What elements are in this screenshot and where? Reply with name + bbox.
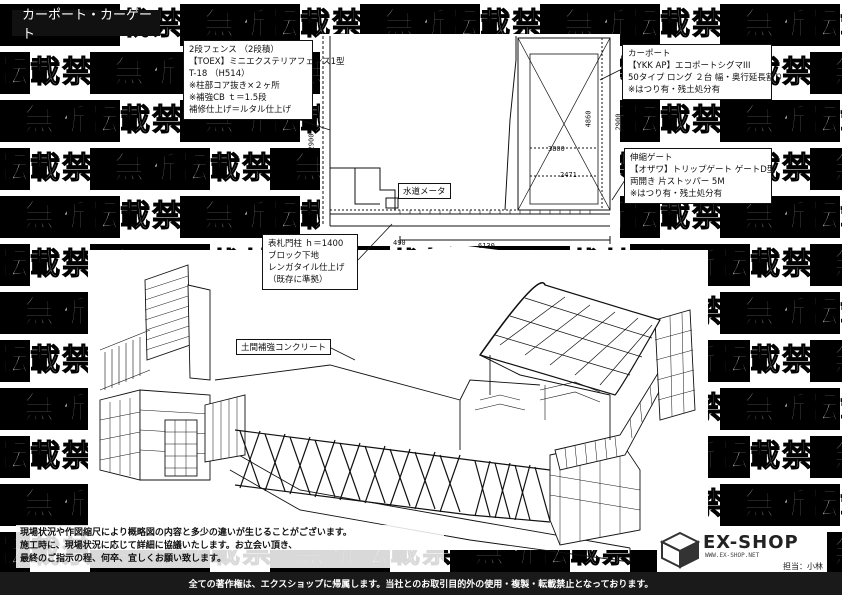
watermark-block <box>810 340 842 382</box>
watermark-text: 無断転載禁止 <box>744 199 842 235</box>
watermark-text: 無断転載禁止 <box>744 295 842 331</box>
carport-roof <box>479 282 661 440</box>
note-carport-line: カーポート <box>628 49 671 59</box>
perspective-view <box>99 264 696 563</box>
watermark-text: 無断転載禁止 <box>834 340 842 382</box>
note-fence-line: ※補強CB ｔ＝1.5段 <box>189 93 267 103</box>
note-fence-line: ※柱部コア抜き×２ヶ所 <box>189 81 280 91</box>
watermark-block <box>0 100 120 142</box>
note-gatepost-line: 表札門柱 ｈ＝1400 <box>268 239 344 249</box>
watermark-text: 無断転載禁止 <box>744 391 842 427</box>
watermark-text: 無断転載禁止 <box>834 532 842 574</box>
watermark-block <box>810 244 842 286</box>
watermark-block <box>0 148 30 190</box>
dim-height-1: 4860 <box>584 110 593 128</box>
watermark-text: 無断転載禁止 <box>834 148 842 190</box>
watermark-text: 無断転載禁止 <box>834 436 842 478</box>
note-gatepost-line: ブロック下地 <box>268 251 320 261</box>
leader-lines <box>299 69 626 361</box>
watermark-text: 無断転載禁止 <box>834 52 842 94</box>
watermark-block <box>180 4 300 46</box>
watermark-block <box>0 244 30 286</box>
watermark-block <box>0 196 120 238</box>
note-gate-line: 伸縮ゲート <box>630 153 673 163</box>
label-concrete: 土間補強コンクリート <box>236 339 332 355</box>
watermark-block <box>810 148 842 190</box>
note-fence-line: 2段フェンス （2段積） <box>189 45 279 55</box>
watermark-block <box>0 52 30 94</box>
logo-url: WWW.EX-SHOP.NET <box>705 552 760 559</box>
cube-logo-icon <box>659 531 701 569</box>
dim-depth: 3800 <box>548 145 565 153</box>
dim-height-3: 2900 <box>307 133 316 151</box>
label-water-meter: 水道メータ <box>398 183 451 199</box>
site-drawing <box>99 36 696 563</box>
watermark-text: 無断転載禁止 <box>834 244 842 286</box>
note-carport: カーポート 【YKK AP】エコポートシグマIII 50タイプ ロング ２台 幅… <box>622 44 783 100</box>
watermark-block <box>720 4 840 46</box>
note-fence-line: T-18 （H514） <box>189 69 250 79</box>
watermark-block <box>90 148 210 190</box>
telescopic-gate <box>234 429 551 523</box>
note-carport-line: 50タイプ ロング ２台 幅・奥行延長割り <box>628 73 783 83</box>
watermark-block <box>810 436 842 478</box>
note-gatepost-line: レンガタイル仕上げ <box>268 263 345 273</box>
disclaimer: 現場状況や作図縮尺により概略図の内容と多少の違いが生じることがございます。 施工… <box>16 525 444 568</box>
note-gate-line: 【オザワ】トリップゲート ゲートD型 <box>630 165 776 175</box>
exshop-logo: EX-SHOP WWW.EX-SHOP.NET 担当：小林 <box>657 528 827 572</box>
plan-view <box>322 36 611 244</box>
note-carport-line: 【YKK AP】エコポートシグマIII <box>628 61 751 71</box>
copyright-footer: 全ての著作権は、エクスショップに帰属します。当社とのお取引目的外の使用・複製・転… <box>0 572 842 595</box>
disclaimer-line: 現場状況や作図縮尺により概略図の内容と多少の違いが生じることがございます。 <box>20 528 352 538</box>
watermark-block <box>180 196 300 238</box>
note-gatepost: 表札門柱 ｈ＝1400 ブロック下地 レンガタイル仕上げ （既存に準拠） <box>262 234 358 290</box>
watermark-block <box>720 484 840 526</box>
watermark-block <box>720 292 840 334</box>
logo-name: EX-SHOP <box>703 532 799 553</box>
staff-name: 担当：小林 <box>783 562 823 571</box>
watermark-block <box>720 100 840 142</box>
note-carport-line: ※はつり有・残土処分有 <box>628 85 721 95</box>
watermark-block <box>0 340 30 382</box>
watermark-block <box>0 436 30 478</box>
disclaimer-line: 最終のご指示の程、何卒、宜しくお願い致します。 <box>20 554 227 564</box>
dim-height-2: 2900 <box>614 113 623 131</box>
note-fence-line: 補修仕上げ＝ルタル仕上げ <box>189 105 292 115</box>
watermark-block <box>810 52 842 94</box>
watermark-text: 無断転載禁止 <box>744 103 842 139</box>
watermark-text: 無断転載禁止 <box>744 487 842 523</box>
note-gatepost-line: （既存に準拠） <box>268 275 328 285</box>
note-gate-line: ※はつり有・残土処分有 <box>630 189 723 199</box>
note-gate: 伸縮ゲート 【オザワ】トリップゲート ゲートD型 両開き 片ストッパー 5M ※… <box>624 148 776 204</box>
note-fence: 2段フェンス （2段積） 【TOEX】ミニエクステリアフェンス1型 T-18 （… <box>183 40 345 120</box>
watermark-block <box>720 388 840 430</box>
page-title: カーポート・カーゲート <box>12 8 160 42</box>
disclaimer-line: 施工時に、現場状況に応じて詳細に協議いたします。お立会い頂き、 <box>20 541 298 551</box>
dim-width-3: 490 <box>393 239 406 247</box>
dim-width-2: 2471 <box>560 171 577 179</box>
note-fence-line: 【TOEX】ミニエクステリアフェンス1型 <box>189 57 345 67</box>
dim-width-total: 6130 <box>478 242 495 250</box>
note-gate-line: 両開き 片ストッパー 5M <box>630 177 725 187</box>
watermark-text: 無断転載禁止 <box>744 7 842 43</box>
